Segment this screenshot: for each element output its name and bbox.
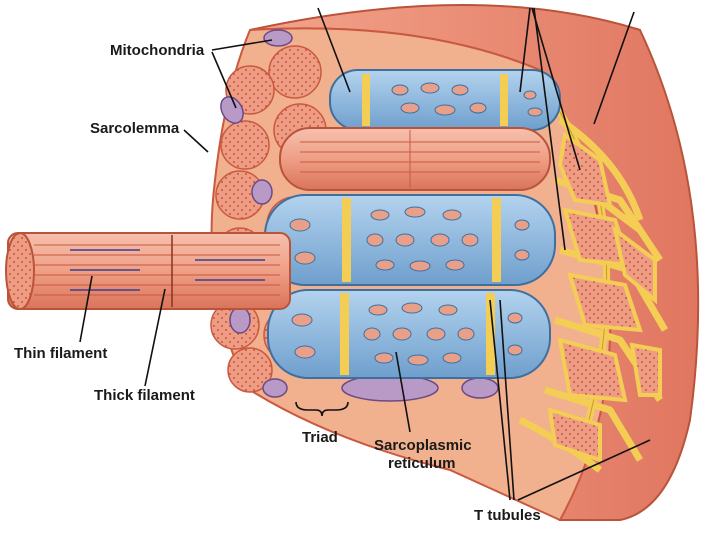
leader-t-tubules-1 [489, 299, 511, 501]
mitochondrion [461, 377, 499, 399]
mitochondrion [262, 378, 288, 398]
leader-top-2 [519, 7, 531, 93]
cut-face-cells [547, 131, 662, 463]
leader-thick-filament [144, 288, 166, 387]
label-thin-filament: Thin filament [14, 345, 107, 362]
striated-myofibril [279, 127, 551, 191]
mitochondrion [229, 306, 251, 334]
mitochondrion [263, 29, 293, 47]
label-thick-filament: Thick filament [94, 387, 195, 404]
leader-top-4 [533, 7, 566, 251]
label-sarcoplasmic: Sarcoplasmic [374, 437, 472, 454]
label-t-tubules: T tubules [474, 507, 541, 524]
mitochondria-group [220, 29, 499, 402]
label-sarcolemma: Sarcolemma [90, 120, 180, 137]
leader-mitochondria-2 [211, 51, 237, 109]
label-mitochondria: Mitochondria [110, 42, 205, 59]
protruding-myofibril [5, 232, 291, 310]
leader-t-tubules-3 [517, 439, 651, 501]
leader-top-5 [593, 11, 635, 125]
leader-lines [79, 7, 651, 501]
leader-sr [395, 351, 411, 433]
mitochondrion [251, 179, 273, 205]
leader-thin-filament [79, 275, 93, 343]
leader-t-tubules-2 [499, 299, 515, 501]
labels: Mitochondria Sarcolemma Thin filament Th… [14, 42, 541, 524]
middle-myofibril [264, 194, 556, 286]
upper-myofibril [329, 69, 561, 131]
label-triad: Triad [302, 429, 338, 446]
mitochondrion [220, 96, 244, 124]
label-reticulum: reticulum [388, 455, 456, 472]
triad-bracket [295, 401, 349, 417]
leader-sarcolemma [183, 129, 209, 153]
leader-mitochondria-1 [211, 39, 273, 51]
leader-top-1 [317, 7, 351, 93]
lower-myofibril [267, 289, 551, 379]
leader-top-3 [531, 7, 581, 171]
